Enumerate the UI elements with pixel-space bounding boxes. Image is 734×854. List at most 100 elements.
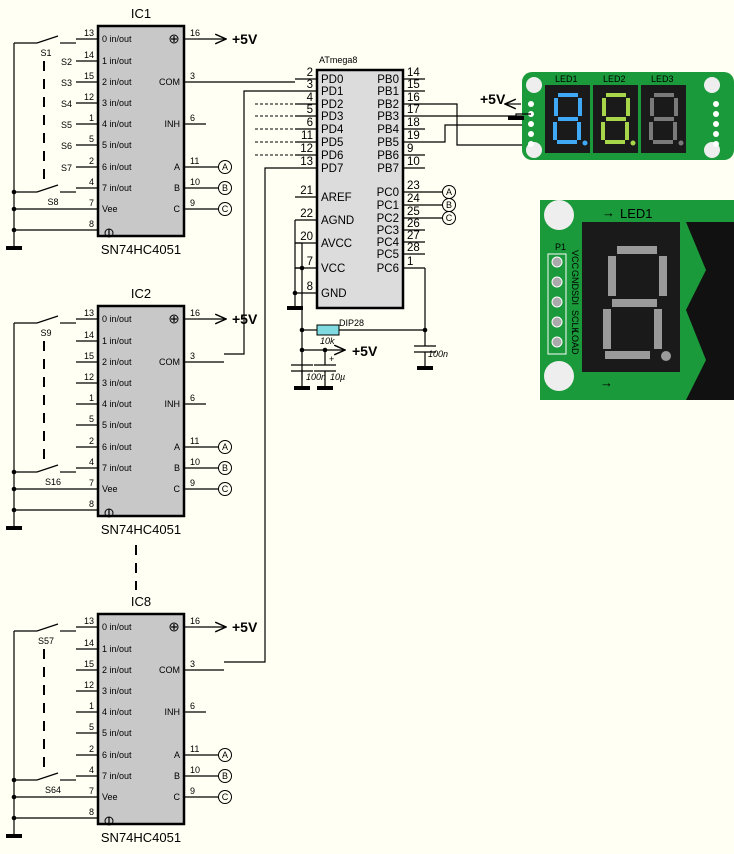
- mux-pin-label: 5 in/out: [102, 728, 132, 738]
- header-pin: [528, 101, 534, 107]
- mux-pin-label: B: [174, 463, 180, 473]
- switch-label: S6: [61, 141, 72, 151]
- cap-polarity: +: [329, 354, 334, 364]
- mux-pin-label: 0 in/out: [102, 314, 132, 324]
- switch-first: [14, 623, 59, 632]
- header-pin: [551, 296, 563, 308]
- net-letter: C: [446, 213, 453, 223]
- junction-dot: [11, 794, 17, 800]
- header-pin: [713, 121, 719, 127]
- mcu-pin-number: 8: [307, 281, 313, 293]
- mux-pin-number: 7: [89, 478, 94, 488]
- net-label-b: B: [442, 198, 456, 212]
- digit-label: LED3: [651, 74, 674, 84]
- mux-pin-label: COM: [159, 77, 180, 87]
- mux-pin-label: B: [174, 183, 180, 193]
- ground-icon: [317, 386, 333, 390]
- switch-first-label: S1: [40, 48, 51, 58]
- junction-dot: [11, 507, 17, 513]
- mux-pin-number: 3: [190, 351, 195, 361]
- net-label-a: A: [218, 160, 232, 174]
- mount-hole: [544, 361, 574, 391]
- mux-pin-label: INH: [165, 707, 181, 717]
- switch-first: [14, 315, 59, 324]
- mux-pin-label: B: [174, 771, 180, 781]
- supply-label: +5V: [232, 31, 258, 47]
- header-pin-label: SDI: [570, 290, 580, 305]
- mux-pin-label: 7 in/out: [102, 463, 132, 473]
- mcu-body: [315, 68, 405, 310]
- closeup-segments: [603, 246, 667, 359]
- mux-pin-label: 2 in/out: [102, 357, 132, 367]
- mux-pin-number: 4: [89, 765, 94, 775]
- mcu-pin-label: PD4: [321, 124, 344, 136]
- mux-pin-number: 13: [84, 308, 94, 318]
- mcu-pin-number: 6: [307, 117, 313, 129]
- switch-label: S4: [61, 99, 72, 109]
- mcu-pin-label: PC6: [377, 263, 399, 275]
- switch-label: S3: [61, 78, 72, 88]
- mcu-pin-label: PB1: [377, 86, 399, 98]
- resistor-10k: [316, 324, 340, 336]
- net-circle: [218, 790, 232, 804]
- header-pin: [713, 111, 719, 117]
- mux-pin-label: 7 in/out: [102, 771, 132, 781]
- mux-pin-number: 4: [89, 457, 94, 467]
- mux-pin-number: 15: [84, 351, 94, 361]
- header-pin: [713, 141, 719, 147]
- switch-first: [14, 35, 59, 44]
- header-pin: [528, 141, 534, 147]
- mux-name: IC2: [131, 286, 151, 301]
- mcu-pin-label: PD6: [321, 150, 343, 162]
- switch-first-label: S9: [40, 328, 51, 338]
- switch-last-label: S8: [47, 197, 58, 207]
- header-pin: [713, 101, 719, 107]
- mcu-pin-label: AREF: [321, 192, 352, 204]
- net-letter: B: [222, 463, 228, 473]
- mount-hole: [704, 77, 720, 93]
- arrow-icon: →: [600, 375, 613, 390]
- mcu-pin-number: 15: [407, 79, 420, 91]
- net-label-c: C: [218, 202, 232, 216]
- net-circle: [442, 211, 456, 225]
- mcu-pin-label: PC1: [377, 200, 399, 212]
- ground-icon: [6, 834, 22, 838]
- mux-pin-label: Vee: [102, 792, 118, 802]
- mux-pin-number: 1: [89, 701, 94, 711]
- mux-pin-number: 4: [89, 177, 94, 187]
- mcu-pin-number: 28: [407, 242, 420, 254]
- mux-part-number: SN74HC4051: [101, 522, 181, 537]
- ground-icon: [6, 246, 22, 250]
- supply-5v: +5V: [198, 311, 258, 327]
- mcu-pin-label: AGND: [321, 215, 354, 227]
- mux-pin-number: 11: [190, 436, 199, 446]
- mux-pin-label: 6 in/out: [102, 442, 132, 452]
- mux-pin-number: 6: [190, 393, 195, 403]
- net-circle: [218, 461, 232, 475]
- mux-pin-number: 14: [84, 50, 94, 60]
- mcu-pin-label: PD7: [321, 163, 343, 175]
- mux-pin-number: 11: [190, 744, 199, 754]
- com-ic8-wire: [224, 167, 295, 663]
- ground-icon: [508, 116, 524, 120]
- mux-pin-label: 3 in/out: [102, 378, 132, 388]
- switch-last-label: S64: [45, 785, 61, 795]
- switch-last: [14, 184, 59, 193]
- header-pin-label: SCLK: [570, 310, 580, 334]
- mcu-name: ATmega8: [319, 55, 357, 65]
- closeup-digit-label: LED1: [620, 206, 653, 221]
- net-circle: [218, 769, 232, 783]
- mount-hole: [526, 77, 542, 93]
- mcu-pin-label: PD0: [321, 74, 343, 86]
- net-label-b: B: [218, 461, 232, 475]
- mcu-pin-number: 27: [407, 230, 420, 242]
- mount-hole: [544, 200, 574, 230]
- arrow-icon: →: [602, 205, 615, 220]
- mcu-pin-number: 22: [300, 208, 313, 220]
